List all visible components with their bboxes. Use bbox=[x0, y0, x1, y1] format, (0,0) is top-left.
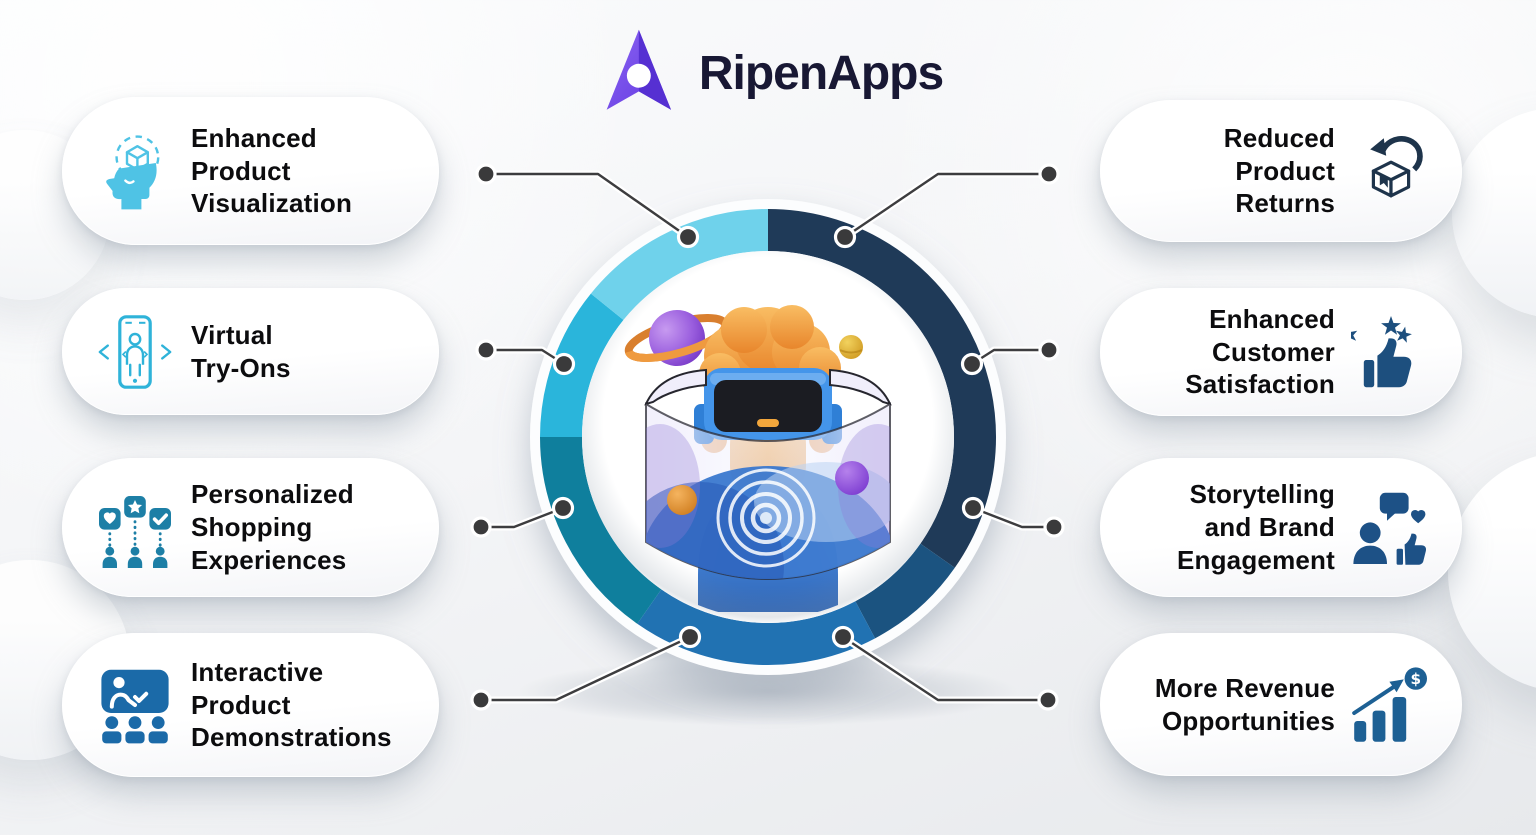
benefit-label: Enhanced Product Visualization bbox=[191, 122, 353, 219]
revenue-growth-icon: $ bbox=[1351, 665, 1431, 745]
benefit-label: More Revenue Opportunities bbox=[1154, 672, 1335, 736]
benefit-pill-reduced-returns: Reduced Product Returns bbox=[1100, 100, 1462, 242]
benefit-pill-enhanced-product-visualization: Enhanced Product Visualization bbox=[62, 97, 439, 245]
benefit-pill-personalized-shopping: Personalized Shopping Experiences bbox=[62, 458, 439, 597]
ring-segment-lightcyan bbox=[590, 209, 769, 321]
benefit-pill-customer-satisfaction: Enhanced Customer Satisfaction bbox=[1100, 288, 1462, 416]
benefit-label: Personalized Shopping Experiences bbox=[191, 479, 354, 575]
benefit-label: Storytelling and Brand Engagement bbox=[1176, 479, 1335, 575]
benefit-pill-revenue-opportunities: $ More Revenue Opportunities bbox=[1100, 633, 1462, 776]
personalized-shoppers-icon bbox=[95, 488, 175, 568]
stars-thumbs-up-icon bbox=[1351, 312, 1431, 392]
return-box-icon bbox=[1351, 131, 1431, 211]
dollar-glyph: $ bbox=[1411, 670, 1422, 688]
benefit-pill-virtual-try-ons: Virtual Try-Ons bbox=[62, 288, 439, 415]
brand-engagement-icon bbox=[1351, 488, 1431, 568]
inner-disc-rim-shade bbox=[582, 251, 954, 623]
benefit-label: Interactive Product Demonstrations bbox=[191, 656, 392, 753]
product-demo-icon bbox=[95, 665, 175, 745]
ripenapps-arrow-icon bbox=[606, 29, 672, 110]
ring-segment-navy bbox=[767, 209, 996, 568]
connector-dots bbox=[470, 163, 1065, 711]
benefit-label: Enhanced Customer Satisfaction bbox=[1185, 303, 1335, 400]
head-visualization-icon bbox=[95, 131, 175, 211]
brand-name: RipenApps bbox=[698, 46, 944, 100]
virtual-tryon-phone-icon bbox=[95, 312, 175, 392]
benefit-pill-interactive-demonstrations: Interactive Product Demonstrations bbox=[62, 633, 439, 777]
ring-segment-steel bbox=[854, 543, 955, 639]
benefit-pill-brand-engagement: Storytelling and Brand Engagement bbox=[1100, 458, 1462, 597]
benefit-label: Virtual Try-Ons bbox=[191, 319, 291, 383]
brand-logo: RipenApps bbox=[593, 26, 944, 120]
benefit-label: Reduced Product Returns bbox=[1223, 122, 1335, 219]
ring-segment-teal bbox=[540, 436, 662, 624]
ring-ground-shadow bbox=[518, 658, 1018, 726]
